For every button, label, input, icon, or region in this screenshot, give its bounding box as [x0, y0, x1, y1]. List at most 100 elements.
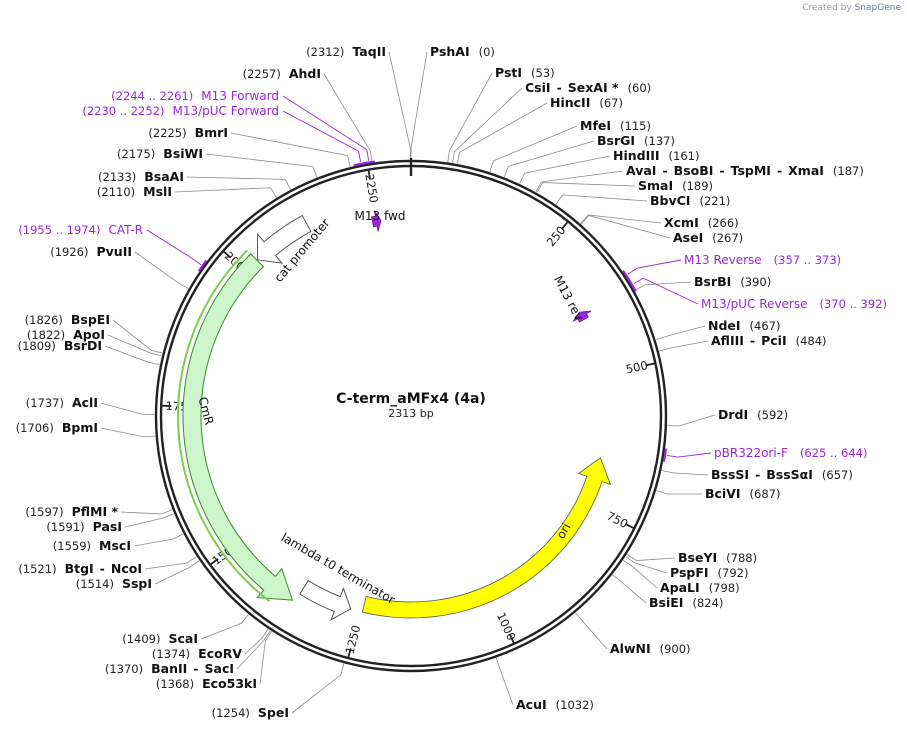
primer-leader: [666, 452, 712, 458]
enzyme-leader: [535, 170, 624, 193]
enzyme-leader: [230, 132, 351, 167]
primer-label: CAT-R: [108, 223, 143, 237]
enzyme-label: TaqII: [352, 44, 386, 59]
enzyme-leader: [622, 559, 658, 589]
enzyme-position: (267): [712, 231, 743, 245]
enzyme-label: PasI: [93, 519, 122, 534]
tick-label: 2250: [362, 173, 381, 204]
enzyme-label: SspI: [122, 576, 152, 591]
enzyme-position: (900): [660, 642, 691, 656]
primer-range: (1955 .. 1974): [18, 223, 100, 237]
plasmid-size: 2313 bp: [388, 407, 433, 420]
enzyme-label: MslI: [143, 184, 172, 199]
primer-leader: [282, 95, 370, 161]
enzyme-label: PspFI: [670, 565, 709, 580]
enzyme-leader: [205, 153, 318, 178]
primer-leader: [633, 277, 699, 305]
m13-fwd-label: M13 fwd: [355, 209, 406, 223]
enzyme-separator: -: [750, 333, 755, 348]
enzyme-leader: [503, 140, 595, 178]
enzyme-label: BsaAI: [144, 169, 184, 184]
enzyme-leader: [536, 182, 636, 193]
primer-leader: [146, 229, 202, 266]
enzyme-leader: [236, 630, 271, 670]
primer-label: M13 Reverse: [684, 253, 762, 267]
enzyme-label: XmaI: [788, 163, 824, 178]
enzyme-position: (189): [682, 179, 713, 193]
enzyme-leader: [519, 155, 611, 184]
enzyme-label: PvuII: [96, 244, 132, 259]
tick-label: 1000: [494, 610, 519, 642]
tick-mark: [645, 362, 655, 367]
enzyme-leader: [259, 631, 272, 685]
enzyme-position: (1374): [152, 647, 190, 661]
enzyme-position: (592): [757, 408, 788, 422]
enzyme-position: (1826): [25, 313, 63, 327]
enzyme-position: (1706): [16, 421, 54, 435]
enzyme-label: SacI: [205, 661, 235, 676]
enzyme-separator: -: [557, 80, 562, 95]
cmr-feature: [182, 253, 294, 601]
tick-mark: [367, 170, 372, 180]
enzyme-position: (0): [479, 45, 495, 59]
enzyme-label: PciI: [761, 333, 787, 348]
enzyme-label: BciVI: [705, 486, 741, 501]
enzyme-label: BsrDI: [64, 338, 102, 353]
enzyme-leader: [625, 556, 668, 574]
enzyme-position: (1809): [18, 339, 56, 353]
enzyme-leader: [244, 628, 269, 655]
ori-label: ori: [554, 521, 574, 542]
enzyme-label: AseI: [673, 230, 703, 245]
enzyme-label: AflIII: [711, 333, 744, 348]
enzyme-separator: -: [777, 163, 782, 178]
enzyme-position: (2110): [97, 185, 135, 199]
primer-leader: [627, 259, 682, 275]
enzyme-leader: [580, 215, 671, 239]
primer-label: pBR322ori-F: [714, 446, 788, 460]
primer-leader: [282, 110, 362, 163]
enzyme-leader: [612, 574, 647, 604]
enzyme-position: (467): [750, 319, 781, 333]
enzyme-label: ApoI: [73, 327, 105, 342]
enzyme-position: (266): [708, 216, 739, 230]
enzyme-position: (792): [718, 566, 749, 580]
enzyme-position: (484): [796, 334, 827, 348]
tick-label: 750: [604, 509, 630, 531]
primer-mark: [197, 259, 208, 272]
enzyme-label: MscI: [99, 538, 131, 553]
enzyme-leader: [495, 657, 514, 706]
enzyme-position: (1559): [53, 539, 91, 553]
enzyme-label: BsiWI: [163, 146, 203, 161]
enzyme-leader: [100, 402, 155, 415]
primer-range: (2244 .. 2261): [111, 89, 193, 103]
enzyme-position: (2133): [98, 170, 136, 184]
cat-promoter-feature: [256, 214, 312, 264]
primer-label: M13 Forward: [201, 89, 279, 103]
primer-range: (625 .. 644): [800, 446, 868, 460]
enzyme-label: EcoRV: [198, 646, 242, 661]
enzyme-position: (798): [709, 581, 740, 595]
enzyme-position: (687): [750, 487, 781, 501]
m13-rev-feature: [572, 310, 592, 323]
enzyme-separator: -: [719, 163, 724, 178]
enzyme-leader: [186, 176, 291, 190]
enzyme-position: (1737): [26, 396, 64, 410]
enzyme-position: (1370): [105, 662, 143, 676]
enzyme-leader: [107, 334, 162, 357]
enzyme-leader: [388, 51, 411, 160]
enzyme-leader: [291, 663, 345, 714]
enzyme-position: (1254): [212, 706, 250, 720]
tick-mark: [624, 523, 634, 529]
enzyme-leader: [134, 251, 189, 290]
enzyme-label: ScaI: [169, 631, 199, 646]
enzyme-position: (1514): [76, 577, 114, 591]
enzyme-leader: [154, 560, 200, 585]
enzyme-label: NcoI: [111, 561, 142, 576]
enzyme-label: BseYI: [678, 550, 717, 565]
tick-mark: [509, 634, 515, 644]
enzyme-label: SexAI *: [568, 80, 619, 95]
enzyme-position: (187): [833, 164, 864, 178]
enzyme-leader: [656, 490, 703, 495]
